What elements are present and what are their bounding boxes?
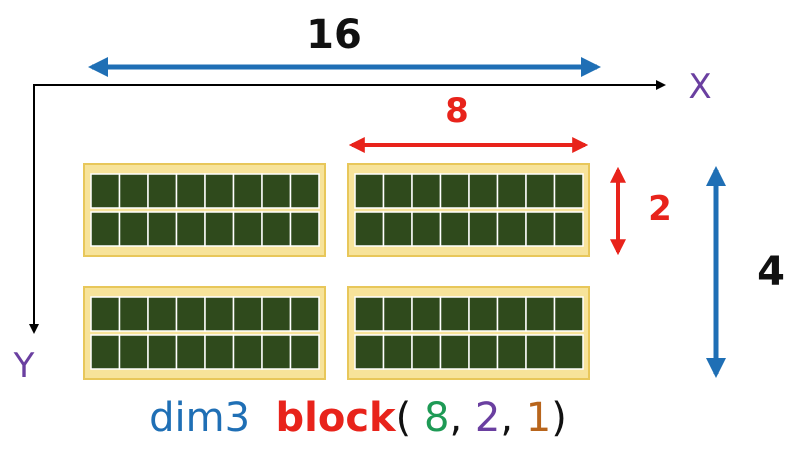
code-open-paren: ( — [395, 395, 412, 441]
thread-cell — [147, 334, 178, 370]
thread-cell — [525, 211, 556, 247]
thread-cell — [204, 211, 235, 247]
thread-cell — [354, 334, 385, 370]
thread-cell — [439, 173, 470, 209]
thread-cell — [232, 296, 263, 332]
code-type-keyword: dim3 — [149, 395, 251, 441]
thread-cell — [261, 296, 292, 332]
thread-cell — [90, 211, 121, 247]
thread-cell — [289, 296, 320, 332]
code-sep-2: , — [500, 395, 514, 441]
thread-cell — [496, 173, 527, 209]
thread-cell — [468, 211, 499, 247]
thread-cell — [468, 334, 499, 370]
thread-cell — [525, 334, 556, 370]
x-axis-label: X — [688, 67, 711, 107]
thread-cell — [147, 296, 178, 332]
thread-cell — [204, 173, 235, 209]
code-arg-x: 8 — [423, 395, 450, 441]
code-line: dim3 block( 8, 2, 1) — [0, 394, 716, 442]
thread-block — [347, 286, 590, 380]
thread-cell — [496, 296, 527, 332]
thread-cell — [354, 296, 385, 332]
width-total-label: 16 — [306, 12, 362, 58]
code-close-paren: ) — [551, 395, 567, 441]
thread-cell — [175, 173, 206, 209]
code-var-name: block — [275, 395, 396, 441]
thread-cell — [204, 296, 235, 332]
thread-cell — [118, 173, 149, 209]
thread-cell — [175, 296, 206, 332]
thread-block — [83, 286, 326, 380]
thread-cell — [90, 296, 121, 332]
code-arg-y: 2 — [474, 395, 501, 441]
thread-cell — [118, 296, 149, 332]
thread-cell — [411, 211, 442, 247]
y-axis-label: Y — [13, 346, 35, 386]
thread-cell — [261, 211, 292, 247]
thread-cell — [175, 334, 206, 370]
thread-cell — [553, 173, 584, 209]
thread-cell — [553, 211, 584, 247]
thread-cell — [439, 211, 470, 247]
thread-cell — [382, 296, 413, 332]
thread-cell — [261, 173, 292, 209]
thread-cell — [382, 334, 413, 370]
thread-cell — [468, 296, 499, 332]
thread-cell — [118, 334, 149, 370]
thread-cell — [261, 334, 292, 370]
thread-cell — [232, 211, 263, 247]
thread-cell — [525, 173, 556, 209]
thread-cell — [496, 334, 527, 370]
thread-cell — [354, 211, 385, 247]
thread-cell — [468, 173, 499, 209]
thread-cell — [382, 211, 413, 247]
thread-cell — [411, 334, 442, 370]
thread-cell — [289, 211, 320, 247]
thread-cell — [232, 334, 263, 370]
thread-cell — [496, 211, 527, 247]
thread-cell — [90, 334, 121, 370]
code-arg-z: 1 — [525, 395, 552, 441]
thread-blocks — [83, 163, 590, 380]
thread-cell — [289, 173, 320, 209]
thread-cell — [439, 296, 470, 332]
code-sep-1: , — [449, 395, 463, 441]
thread-cell — [289, 334, 320, 370]
block-height-label: 2 — [648, 189, 672, 229]
thread-cell — [147, 211, 178, 247]
height-total-label: 4 — [757, 249, 785, 295]
thread-cell — [411, 296, 442, 332]
thread-cell — [204, 334, 235, 370]
thread-cell — [553, 296, 584, 332]
thread-cell — [382, 173, 413, 209]
thread-cell — [553, 334, 584, 370]
thread-cell — [90, 173, 121, 209]
thread-cell — [354, 173, 385, 209]
thread-cell — [175, 211, 206, 247]
thread-block — [347, 163, 590, 257]
thread-cell — [147, 173, 178, 209]
thread-cell — [525, 296, 556, 332]
thread-cell — [439, 334, 470, 370]
thread-cell — [411, 173, 442, 209]
block-width-label: 8 — [445, 91, 469, 131]
thread-block — [83, 163, 326, 257]
thread-cell — [232, 173, 263, 209]
thread-cell — [118, 211, 149, 247]
